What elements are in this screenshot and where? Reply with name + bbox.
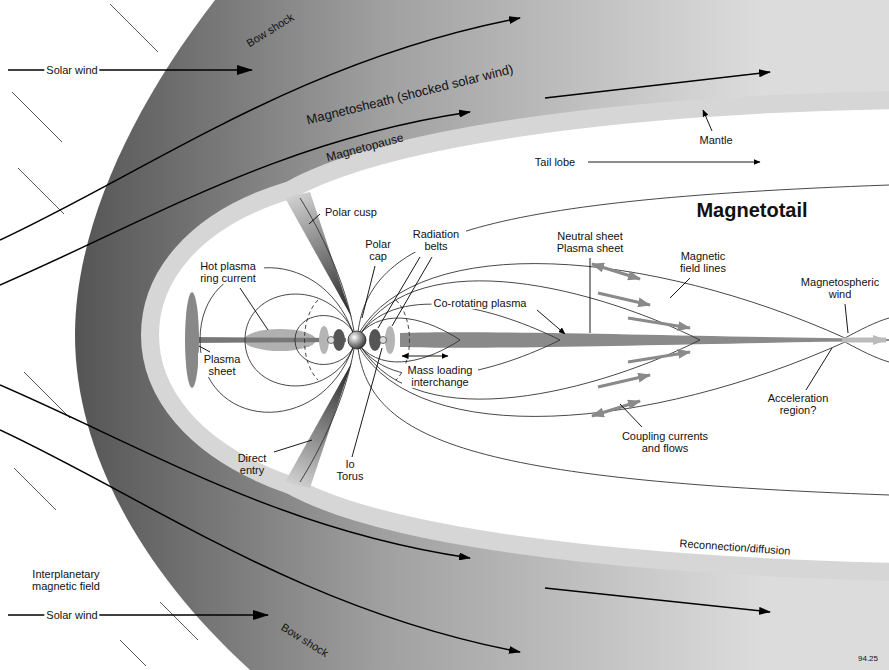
region-label: Magnetosheath (shocked solar wind) xyxy=(303,62,516,128)
coupling-arrows xyxy=(592,264,690,416)
flow-label: Solar wind xyxy=(44,64,99,76)
figure-number: 94.25 xyxy=(856,655,880,664)
region-label: Acceleration region? xyxy=(760,392,836,416)
heading-label: Magnetotail xyxy=(694,199,809,221)
boundary-label: Bow shock xyxy=(243,10,298,51)
region-label: Magnetospheric wind xyxy=(797,276,883,300)
wind-arrow xyxy=(842,338,886,343)
region-label: Tail lobe xyxy=(533,156,577,168)
region-label: Io Torus xyxy=(331,458,369,482)
process-label: Mass loading interchange xyxy=(402,364,478,388)
region-label: Neutral sheet Plasma sheet xyxy=(550,230,630,254)
field-lines xyxy=(200,185,889,495)
process-label: Reconnection/diffusion xyxy=(677,537,793,557)
region-label: Co-rotating plasma xyxy=(432,297,529,309)
region-label: Polar cusp xyxy=(323,206,379,218)
field-label: Interplanetary magnetic field xyxy=(21,568,111,592)
tail-plasma-sheet xyxy=(400,332,889,347)
boundary-label: Magnetopause xyxy=(323,131,407,165)
imf-lines xyxy=(12,4,198,666)
region-label: Hot plasma ring current xyxy=(192,260,264,284)
region-label: Magnetic field lines xyxy=(671,250,735,274)
leader-lines xyxy=(199,110,848,457)
planet-system xyxy=(319,326,395,354)
region-label: Mantle xyxy=(697,134,734,146)
process-label: Direct entry xyxy=(230,452,274,476)
process-label: Coupling currents and flows xyxy=(613,430,717,454)
region-label: Plasma sheet xyxy=(198,353,246,377)
flow-label: Solar wind xyxy=(44,609,99,621)
dashed-orbits xyxy=(305,300,410,380)
region-label: Polar cap xyxy=(360,238,396,262)
region-label: Radiation belts xyxy=(406,228,466,252)
dayside-plasma xyxy=(185,292,346,388)
boundary-label: Bow shock xyxy=(278,620,333,661)
